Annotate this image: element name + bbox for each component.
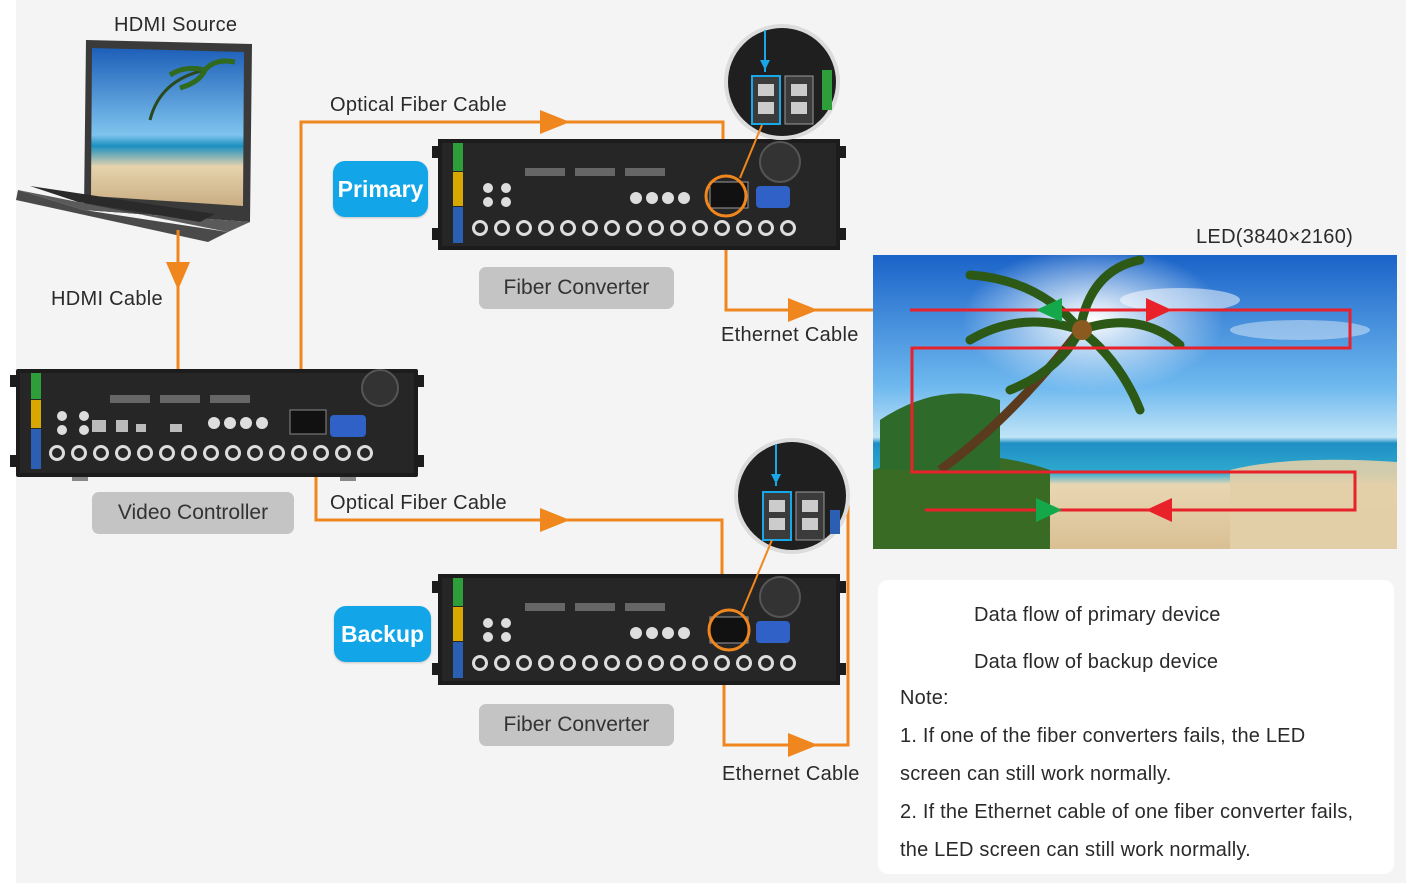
led-screen	[873, 255, 1397, 549]
fiber-converter-top-device	[432, 139, 846, 250]
cable-arrows	[166, 110, 818, 757]
fiber-converter-top-label: Fiber Converter	[479, 267, 674, 309]
note2-line2: the LED screen can still work normally.	[900, 839, 1251, 861]
note1-line2: screen can still work normally.	[900, 763, 1172, 785]
optical-fiber-bottom-label: Optical Fiber Cable	[330, 492, 507, 514]
zoom-leader-lines	[739, 124, 773, 613]
legend-primary-flow: Data flow of primary device	[974, 604, 1221, 626]
optical-fiber-top-label: Optical Fiber Cable	[330, 94, 507, 116]
note2-line1: 2. If the Ethernet cable of one fiber co…	[900, 801, 1354, 823]
led-data-flow-paths	[910, 308, 1357, 512]
video-controller-label: Video Controller	[92, 492, 294, 534]
video-controller-device	[10, 369, 424, 481]
primary-flow-arrows	[1146, 298, 1172, 522]
hdmi-source-label: HDMI Source	[114, 14, 238, 36]
fiber-converter-bottom-device	[432, 574, 846, 685]
port-zoom-bottom	[734, 438, 850, 554]
ethernet-top-label: Ethernet Cable	[721, 324, 859, 346]
hdmi-cable-label: HDMI Cable	[51, 288, 163, 310]
note-title: Note:	[900, 687, 949, 709]
fiber-converter-bottom-label: Fiber Converter	[479, 704, 674, 746]
primary-tag: Primary	[333, 161, 428, 217]
backup-flow-arrows	[1036, 298, 1062, 522]
laptop-icon	[16, 40, 252, 242]
port-zoom-top	[724, 24, 840, 140]
legend-backup-flow: Data flow of backup device	[974, 651, 1219, 673]
ethernet-bottom-label: Ethernet Cable	[722, 763, 860, 785]
backup-tag: Backup	[334, 606, 431, 662]
note1-line1: 1. If one of the fiber converters fails,…	[900, 725, 1306, 747]
led-resolution-label: LED(3840×2160)	[1196, 226, 1354, 248]
legend-panel	[878, 580, 1394, 874]
